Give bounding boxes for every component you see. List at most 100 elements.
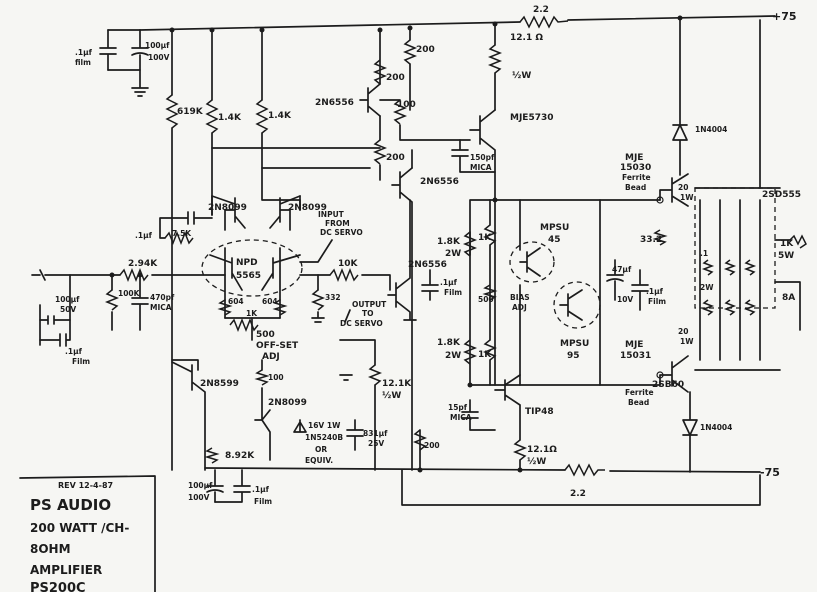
title-line-4: AMPLIFIER xyxy=(30,563,102,577)
title-block xyxy=(19,475,156,592)
ferrite-label: Ferrite xyxy=(622,173,651,182)
ferrite-label: Ferrite xyxy=(625,388,654,397)
npd-label: NPD xyxy=(236,258,258,268)
title-line-3: 8OHM xyxy=(30,542,71,556)
cap-label: 50V xyxy=(60,305,76,314)
resistor-label: ½W xyxy=(382,390,401,401)
resistor-label: 100K xyxy=(118,289,141,298)
resistor-label: 20 xyxy=(678,183,688,192)
diode-label: 1N4004 xyxy=(695,125,727,134)
resistor-label: 1W xyxy=(680,337,694,346)
mpsu95-transistor xyxy=(553,281,601,329)
resistor-label: 1W xyxy=(680,193,694,202)
input-network xyxy=(31,267,226,347)
npd-5565-dual xyxy=(201,239,303,301)
input-stage-resistors xyxy=(165,29,381,471)
diode-label: 1N4004 xyxy=(700,423,732,432)
resistor-label: 1.8K xyxy=(437,237,461,247)
positive-rail xyxy=(139,15,776,31)
servo-input-label: DC SERVO xyxy=(320,228,363,237)
driver-mje15031 xyxy=(656,355,689,393)
title-line-5: PS200C xyxy=(30,581,86,592)
resistor-892k xyxy=(204,447,220,464)
output-stage xyxy=(694,19,807,371)
cap-label: 470pf xyxy=(150,293,175,302)
current-source xyxy=(171,339,383,471)
cap-label: Film xyxy=(648,297,666,306)
resistor-label: 1K xyxy=(478,350,492,360)
cap-label: .1µf xyxy=(135,231,153,240)
servo-input-label: INPUT xyxy=(318,210,345,219)
offset-label: 500 xyxy=(256,330,275,340)
cap-label: 100µf xyxy=(55,295,80,304)
resistor-label: 1.4K xyxy=(268,111,292,121)
resistor-label: 33.2 xyxy=(640,235,662,245)
cap-label: 100V xyxy=(148,53,170,62)
cap-label: MICA xyxy=(470,163,492,172)
cap-label: Film xyxy=(254,497,272,506)
cap-label: .1µf xyxy=(252,485,270,494)
tip48-transistor xyxy=(412,199,528,471)
resistor-label: 200 xyxy=(386,153,405,163)
resistor-label: 10K xyxy=(338,259,359,269)
offset-label: OFF-SET xyxy=(256,341,299,351)
side-rc xyxy=(159,211,213,246)
positive-rail-label: +75 xyxy=(772,10,797,23)
transistor-label: 2SB60 xyxy=(652,380,684,390)
cap-label: 100µf xyxy=(145,41,170,50)
resistor-label: 12.1K xyxy=(382,379,412,389)
transistor-label: 2N8099 xyxy=(268,398,307,408)
transistor-label: 95 xyxy=(567,351,580,361)
transistor-label: 2SD555 xyxy=(762,190,801,200)
transistor-label: 15030 xyxy=(620,163,651,173)
junction-dots xyxy=(109,15,683,473)
transistor-label: 2N6556 xyxy=(420,177,459,187)
transistor-label: MJE xyxy=(625,340,643,350)
bias-label: BIAS xyxy=(510,293,530,302)
transistor-label: MPSU xyxy=(540,223,569,233)
resistor-label: 200 xyxy=(424,441,440,450)
cap-label: Film xyxy=(72,357,90,366)
transistor-label: 2N8099 xyxy=(208,203,247,213)
servo-input-arrow xyxy=(299,239,333,263)
resistor-label: 332 xyxy=(325,293,341,302)
cap-label: .1µf xyxy=(646,287,664,296)
offset-label: ADJ xyxy=(262,352,280,362)
top-decoupling-caps xyxy=(99,29,149,97)
resistor-label: 8.92K xyxy=(225,451,255,461)
resistor-label: 619K xyxy=(177,107,204,117)
cap-label: 47µf xyxy=(612,265,632,274)
vas-121-resistor xyxy=(487,23,503,111)
cap-label: 831µf xyxy=(363,429,388,438)
resistor-label: ½W xyxy=(512,70,531,81)
resistor-label: 2W xyxy=(445,249,461,259)
resistor-label: 100 xyxy=(397,100,416,110)
cap-label: MICA xyxy=(450,413,472,422)
mje5730-transistor xyxy=(451,109,496,201)
cap-label: Film xyxy=(444,288,462,297)
input-diff-pair xyxy=(211,195,301,231)
resistor-label: 12.1Ω xyxy=(527,445,557,455)
cap-label: 100V xyxy=(188,493,210,502)
cap-label: 25V xyxy=(368,439,384,448)
feedback-resistor-bottom-label: 2.2 xyxy=(570,489,586,499)
transistor-label: 45 xyxy=(548,235,561,245)
servo-output-label: OUTPUT xyxy=(352,300,387,309)
servo-input-label: FROM xyxy=(325,219,350,228)
vas-low-transistor xyxy=(387,199,439,321)
resistor-label: 2W xyxy=(700,283,714,292)
resistor-label: 5W xyxy=(778,251,794,261)
resistor-label: 20 xyxy=(678,327,688,336)
resistor-label: 1K xyxy=(478,233,492,243)
resistor-label: 100 xyxy=(268,373,284,382)
cap-label: 100µf xyxy=(188,481,213,490)
transistor-label: 2N6556 xyxy=(315,98,354,108)
mpsu45-transistor xyxy=(509,241,555,283)
resistor-label: 200 xyxy=(416,45,435,55)
resistor-label: ½W xyxy=(527,456,546,467)
transistor-label: 2N8099 xyxy=(288,203,327,213)
transistor-label: 2N8599 xyxy=(200,379,239,389)
revision-label: REV 12-4-87 xyxy=(58,481,113,490)
zener-label: EQUIV. xyxy=(305,456,333,465)
